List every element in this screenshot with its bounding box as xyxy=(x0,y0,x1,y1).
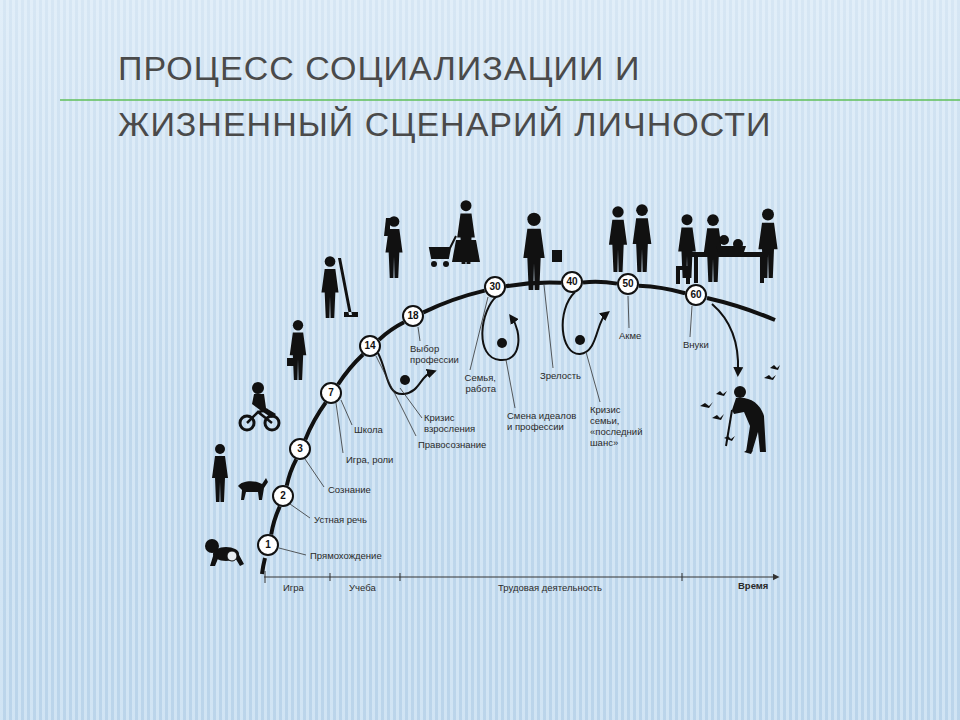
age-number: 3 xyxy=(297,444,303,454)
crisis-loops xyxy=(378,292,606,394)
age-circle: 30 xyxy=(484,276,506,298)
age-circle: 2 xyxy=(272,485,294,507)
life-arc-segment xyxy=(423,291,484,313)
age-number: 30 xyxy=(489,282,500,292)
life-arc-segment xyxy=(338,354,363,384)
age-number: 50 xyxy=(622,279,633,289)
age-circle: 18 xyxy=(402,305,424,327)
age-circle: 3 xyxy=(289,438,311,460)
stage-label: Правосознание xyxy=(418,439,508,450)
stage-label: Сознание xyxy=(328,484,408,495)
stage-label: Зрелость xyxy=(540,370,600,381)
age-number: 18 xyxy=(407,311,418,321)
life-arc-segment xyxy=(287,459,297,485)
life-arc-segment xyxy=(639,286,685,293)
stage-label: Смена идеалов и профессии xyxy=(507,410,577,432)
stage-label: Внуки xyxy=(683,339,723,350)
age-circle: 40 xyxy=(561,271,583,293)
stage-label: Устная речь xyxy=(314,514,404,525)
age-circle: 50 xyxy=(617,273,639,295)
axis-label: Игра xyxy=(283,582,323,593)
axis-label: Учеба xyxy=(349,582,389,593)
stage-label: Семья, работа xyxy=(450,372,496,394)
leader-lines xyxy=(279,285,692,555)
stage-label: Игра, роли xyxy=(346,454,426,465)
life-arc-segment xyxy=(506,282,561,286)
age-circle: 60 xyxy=(685,284,707,306)
age-number: 14 xyxy=(364,341,375,351)
stage-label: Выбор профессии xyxy=(410,343,472,365)
age-number: 40 xyxy=(566,277,577,287)
slide-title: ПРОЦЕСС СОЦИАЛИЗАЦИИ И ЖИЗНЕННЫЙ СЦЕНАРИ… xyxy=(118,40,838,152)
age-number: 7 xyxy=(328,388,334,398)
stage-label: Кризис семьи, «последний шанс» xyxy=(590,404,652,448)
life-arc-segment xyxy=(379,322,404,339)
stage-label: Школа xyxy=(354,424,414,435)
age-number: 2 xyxy=(280,491,286,501)
silhouettes xyxy=(205,200,780,566)
stage-label: Акме xyxy=(619,330,659,341)
life-arc-segment xyxy=(583,282,617,284)
age-circle: 1 xyxy=(257,534,279,556)
axis-label: Трудовая деятельность xyxy=(498,582,628,593)
life-arc-segment xyxy=(305,403,325,440)
life-arc-segment xyxy=(271,507,280,535)
title-rule xyxy=(60,99,960,101)
age-circle: 7 xyxy=(320,382,342,404)
stage-label: Прямохождение xyxy=(310,550,420,561)
age-circle: 14 xyxy=(359,335,381,357)
age-number: 60 xyxy=(690,290,701,300)
stage-label: Кризис взросления xyxy=(424,412,484,434)
age-number: 1 xyxy=(265,540,271,550)
axis-label: Время xyxy=(738,580,788,591)
time-axis xyxy=(264,571,776,583)
